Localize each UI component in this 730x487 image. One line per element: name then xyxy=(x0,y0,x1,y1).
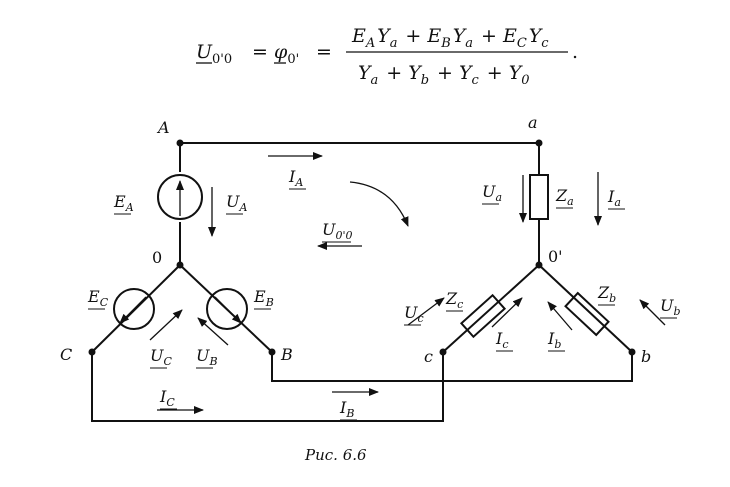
source-EB xyxy=(206,288,248,330)
label-EA: EA xyxy=(113,192,134,214)
label-Zc: Zc xyxy=(445,289,463,311)
label-EB: EB xyxy=(253,287,274,309)
label-IC: IC xyxy=(159,387,175,409)
wiring xyxy=(91,142,633,422)
node-label-a: a xyxy=(528,113,538,132)
arrow-UC xyxy=(149,309,183,341)
formula-tail: . xyxy=(572,41,578,63)
label-Za: Za xyxy=(555,186,574,208)
label-EC: EC xyxy=(87,287,109,309)
dot-b xyxy=(628,348,636,356)
arrow-UB xyxy=(197,317,229,346)
wire-0prime-to-b xyxy=(538,264,633,353)
dot-0 xyxy=(176,261,184,269)
formula-eq2: = xyxy=(316,41,332,63)
dot-a xyxy=(535,139,543,147)
wire-0prime-to-c xyxy=(442,264,540,353)
label-UA: UA xyxy=(226,192,247,214)
source-EA xyxy=(157,174,203,220)
arrow-Uc xyxy=(407,297,445,326)
label-Ic: Ic xyxy=(495,329,509,351)
label-Zb: Zb xyxy=(597,283,616,305)
node-label-c: c xyxy=(424,347,433,366)
arrow-Ub xyxy=(639,299,666,326)
figure-caption: Рис. 6.6 xyxy=(304,446,367,464)
node-label-B: B xyxy=(280,345,293,364)
arrow-Ib xyxy=(547,301,573,331)
wire-B-to-b xyxy=(271,352,633,382)
arrow-loop xyxy=(349,181,409,227)
label-Ua: Ua xyxy=(482,182,502,204)
label-IB: IB xyxy=(339,398,354,420)
formula-eq1: = xyxy=(252,41,268,63)
wire-0-to-C xyxy=(91,264,181,353)
dot-A xyxy=(176,139,184,147)
source-EC xyxy=(113,288,155,330)
label-UC: UC xyxy=(150,346,172,368)
node-label-0prime: 0' xyxy=(548,247,563,266)
node-label-b: b xyxy=(641,347,651,366)
impedance-Za xyxy=(529,174,549,220)
label-Uc: Uc xyxy=(404,303,424,325)
impedance-Zc xyxy=(459,293,507,339)
node-labels: A a 0 0' C B c b xyxy=(60,113,651,366)
label-IA: IA xyxy=(288,167,303,189)
node-label-0: 0 xyxy=(152,248,162,267)
dot-B xyxy=(268,348,276,356)
dot-C xyxy=(88,348,96,356)
impedance-Zb xyxy=(564,291,610,337)
label-Ia: Ia xyxy=(607,187,621,209)
wire-C-to-c xyxy=(91,352,444,422)
formula: U0'0 = φ0' = EA Ya + EB Ya + EC Yc Ya + … xyxy=(196,25,578,88)
node-label-C: C xyxy=(60,345,72,364)
arrows xyxy=(149,152,666,414)
dot-0prime xyxy=(535,261,543,269)
label-U00: U0'0 xyxy=(322,220,353,242)
node-dots xyxy=(88,139,636,356)
formula-denominator: Ya + Yb + Yc + Y0 xyxy=(358,62,531,88)
label-Ib: Ib xyxy=(547,329,561,351)
label-UB: UB xyxy=(196,346,218,368)
formula-lhs: U0'0 xyxy=(196,41,232,67)
dot-c xyxy=(439,348,447,356)
label-Ub: Ub xyxy=(660,296,681,318)
node-label-A: A xyxy=(156,118,170,137)
formula-numerator: EA Ya + EB Ya + EC Yc xyxy=(351,25,550,51)
arrow-Ic xyxy=(491,297,523,328)
formula-phi: φ0' xyxy=(274,41,299,67)
